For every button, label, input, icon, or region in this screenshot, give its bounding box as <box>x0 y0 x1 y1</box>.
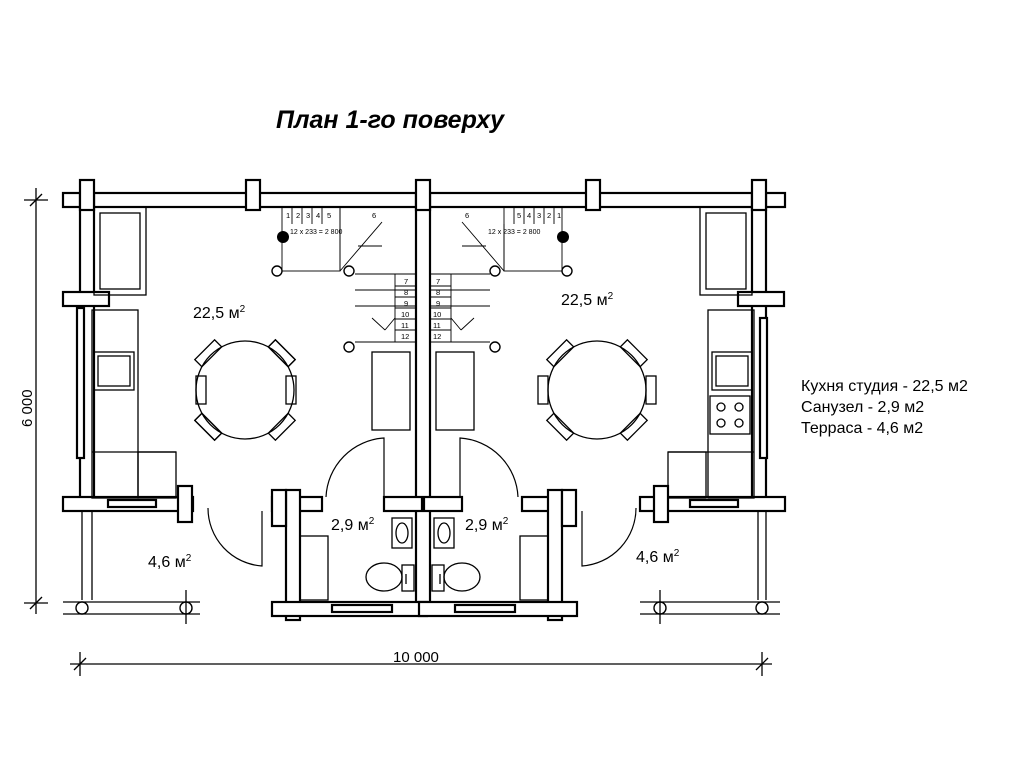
legend-item-bathroom: Санузел - 2,9 м2 <box>801 399 925 416</box>
stair-step-number: 2 <box>547 211 551 220</box>
cabinet <box>371 351 411 431</box>
furniture-left <box>91 206 415 601</box>
area-legend: Кухня студия - 22,5 м2 Санузел - 2,9 м2 … <box>801 376 968 439</box>
washbasin <box>391 517 413 549</box>
dimension-height: 6 000 <box>19 188 48 614</box>
stair-post <box>561 265 573 277</box>
stair-step-number: 9 <box>404 299 408 308</box>
stair-post <box>343 341 355 353</box>
doors <box>207 437 637 567</box>
stair-step-number: 9 <box>436 299 440 308</box>
dimension-height-label: 6 000 <box>19 389 36 427</box>
washbasin <box>433 517 455 549</box>
chair <box>285 375 297 405</box>
stair-step-number: 4 <box>316 211 320 220</box>
stair-step-number: 10 <box>401 310 409 319</box>
stair-step-number: 12 <box>401 332 409 341</box>
bath-door-left <box>325 437 385 498</box>
stair-step-number: 11 <box>433 321 441 330</box>
legend-item-studio: Кухня студия - 22,5 м2 <box>801 378 968 395</box>
stair-step-number: 6 <box>372 211 376 220</box>
stair-formula: 12 x 233 = 2 800 <box>488 229 540 236</box>
stair-step-number: 8 <box>436 288 440 297</box>
stair-step-number: 4 <box>527 211 531 220</box>
walls <box>61 178 787 622</box>
stair-step-number: 6 <box>465 211 469 220</box>
stair-step-number: 3 <box>537 211 541 220</box>
stair-post <box>489 265 501 277</box>
bath-door-right <box>459 437 519 498</box>
armchair <box>93 206 147 296</box>
terrace-post <box>755 601 769 615</box>
chair <box>537 375 549 405</box>
cabinet <box>435 351 475 431</box>
furniture-right <box>431 206 755 601</box>
stair-step-number: 5 <box>327 211 331 220</box>
area-label-terrace-right: 4,6 м2 <box>636 548 680 566</box>
cooktop <box>709 395 751 435</box>
stair-step-number: 2 <box>296 211 300 220</box>
dining-table <box>195 340 295 440</box>
area-label-studio-right: 22,5 м2 <box>561 291 614 309</box>
chair <box>645 375 657 405</box>
stair-step-number: 11 <box>401 321 409 330</box>
stair-post <box>277 231 289 243</box>
dining-table <box>547 340 647 440</box>
stair-post <box>557 231 569 243</box>
stair-step-number: 5 <box>517 211 521 220</box>
toilet <box>443 562 481 592</box>
stair-post <box>271 265 283 277</box>
chair <box>195 375 207 405</box>
stair-post <box>343 265 355 277</box>
stair-step-number: 7 <box>436 277 440 286</box>
legend-item-terrace: Терраса - 4,6 м2 <box>801 420 924 437</box>
stair-post <box>489 341 501 353</box>
terrace-door-left <box>207 507 263 567</box>
armchair <box>699 206 753 296</box>
plan-title: План 1-го поверху <box>276 106 505 134</box>
stair-right: 5 4 3 2 1 6 12 x 233 = 2 800 7 8 9 10 11… <box>430 206 573 353</box>
stair-step-number: 1 <box>557 211 561 220</box>
kitchen-counter <box>707 309 755 499</box>
stair-step-number: 3 <box>306 211 310 220</box>
area-label-terrace-left: 4,6 м2 <box>148 553 192 571</box>
stair-left: 1 2 3 4 5 6 12 x 233 = 2 800 7 8 9 10 11… <box>271 206 416 353</box>
sink <box>711 351 753 391</box>
stair-step-number: 7 <box>404 277 408 286</box>
terraces <box>63 511 780 624</box>
terrace-post <box>75 601 89 615</box>
stair-step-number: 12 <box>433 332 441 341</box>
bath-cabinet <box>299 535 329 601</box>
kitchen-counter <box>91 309 139 499</box>
stair-formula: 12 x 233 = 2 800 <box>290 229 342 236</box>
dimension-width-label: 10 000 <box>393 649 439 666</box>
dimension-width: 10 000 <box>70 649 772 676</box>
sink <box>93 351 135 391</box>
stair-step-number: 10 <box>433 310 441 319</box>
area-label-bath-left: 2,9 м2 <box>331 516 375 534</box>
area-label-bath-right: 2,9 м2 <box>465 516 509 534</box>
area-label-studio-left: 22,5 м2 <box>193 304 246 322</box>
bath-cabinet <box>519 535 549 601</box>
stair-step-number: 8 <box>404 288 408 297</box>
terrace-door-right <box>581 507 637 567</box>
toilet <box>365 562 403 592</box>
stair-step-number: 1 <box>286 211 290 220</box>
